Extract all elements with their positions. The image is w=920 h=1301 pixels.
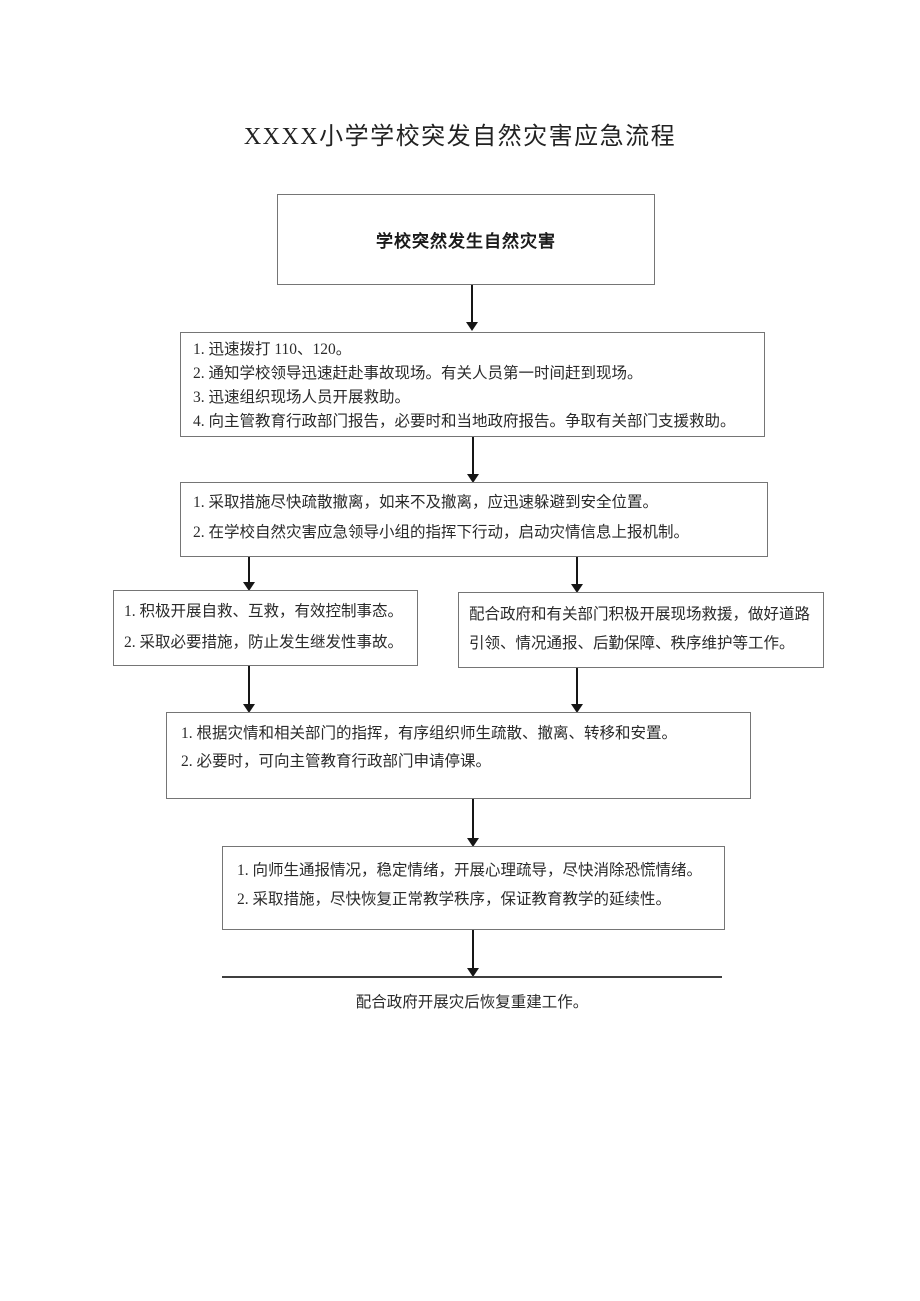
step-line: 1. 采取措施尽快疏散撤离，如来不及撤离，应迅速躲避到安全位置。 xyxy=(193,494,659,511)
step-line: 3. 迅速组织现场人员开展救助。 xyxy=(193,389,411,406)
step-line: 1. 迅速拨打 110、120。 xyxy=(193,341,352,358)
step-line: 2. 在学校自然灾害应急领导小组的指挥下行动，启动灾情信息上报机制。 xyxy=(193,524,690,541)
step-line: 1. 根据灾情和相关部门的指挥，有序组织师生疏散、撤离、转移和安置。 xyxy=(181,725,678,742)
flow-box-self-rescue: 1. 积极开展自救、互救，有效控制事态。 2. 采取必要措施，防止发生继发性事故… xyxy=(113,590,418,666)
step-line: 1. 向师生通报情况，稳定情绪，开展心理疏导，尽快消除恐慌情绪。 xyxy=(237,862,703,879)
arrow-shaft xyxy=(471,285,473,322)
arrow-shaft xyxy=(472,437,474,474)
arrow-head xyxy=(243,704,255,713)
flow-box-stabilize: 1. 向师生通报情况，稳定情绪，开展心理疏导，尽快消除恐慌情绪。 2. 采取措施… xyxy=(222,846,725,930)
arrow-shaft xyxy=(248,666,250,704)
arrow-head xyxy=(243,582,255,591)
arrow-shaft xyxy=(576,668,578,704)
flow-box-evacuation: 1. 采取措施尽快疏散撤离，如来不及撤离，应迅速躲避到安全位置。 2. 在学校自… xyxy=(180,482,768,557)
page-title: XXXX小学学校突发自然灾害应急流程 xyxy=(243,124,677,150)
arrow-head xyxy=(467,968,479,977)
flow-box-organize-relocation: 1. 根据灾情和相关部门的指挥，有序组织师生疏散、撤离、转移和安置。 2. 必要… xyxy=(166,712,751,799)
arrow-down-icon xyxy=(466,285,478,331)
arrow-down-icon xyxy=(467,930,479,977)
step-line: 2. 采取措施，尽快恢复正常教学秩序，保证教育教学的延续性。 xyxy=(237,891,672,908)
flow-box-start-label: 学校突然发生自然灾害 xyxy=(376,232,556,251)
flow-box-start: 学校突然发生自然灾害 xyxy=(277,194,655,285)
flow-box-assist-government: 配合政府和有关部门积极开展现场救援，做好道路引领、情况通报、后勤保障、秩序维护等… xyxy=(458,592,824,668)
arrow-down-icon xyxy=(243,666,255,713)
arrow-down-icon xyxy=(571,557,583,593)
arrow-down-icon xyxy=(467,799,479,847)
arrow-down-icon xyxy=(571,668,583,713)
recovery-caption: 配合政府开展灾后恢复重建工作。 xyxy=(355,994,589,1011)
arrow-shaft xyxy=(248,557,250,582)
step-line: 1. 积极开展自救、互救，有效控制事态。 xyxy=(124,603,404,620)
step-line: 2. 必要时，可向主管教育行政部门申请停课。 xyxy=(181,753,492,770)
step-text: 配合政府和有关部门积极开展现场救援，做好道路引领、情况通报、后勤保障、秩序维护等… xyxy=(469,606,811,652)
step-line: 2. 采取必要措施，防止发生继发性事故。 xyxy=(124,634,404,651)
arrow-head xyxy=(571,704,583,713)
arrow-shaft xyxy=(472,930,474,968)
arrow-shaft xyxy=(472,799,474,838)
arrow-down-icon xyxy=(467,437,479,483)
step-line: 4. 向主管教育行政部门报告，必要时和当地政府报告。争取有关部门支援救助。 xyxy=(193,413,736,430)
terminator-line xyxy=(222,976,722,978)
arrow-shaft xyxy=(576,557,578,584)
arrow-head xyxy=(467,474,479,483)
arrow-down-icon xyxy=(243,557,255,591)
arrow-head xyxy=(466,322,478,331)
flow-box-immediate-response: 1. 迅速拨打 110、120。 2. 通知学校领导迅速赶赴事故现场。有关人员第… xyxy=(180,332,765,437)
arrow-head xyxy=(571,584,583,593)
arrow-head xyxy=(467,838,479,847)
step-line: 2. 通知学校领导迅速赶赴事故现场。有关人员第一时间赶到现场。 xyxy=(193,365,643,382)
